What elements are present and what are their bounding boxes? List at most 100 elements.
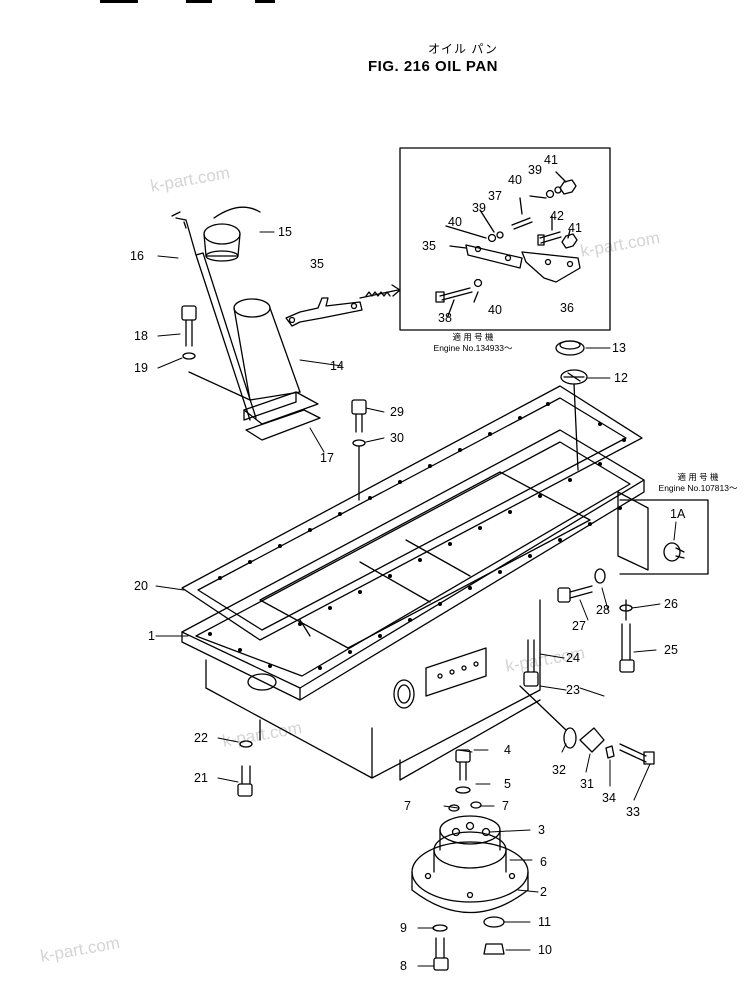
o-ring-7: [448, 804, 460, 812]
o-ring-32: [563, 727, 577, 749]
callout-1a: 1A: [670, 507, 686, 521]
bolt-thread: [365, 291, 391, 297]
callout-42: 42: [550, 209, 564, 223]
callout-7a: 7: [404, 799, 411, 813]
bolt-29: [351, 399, 367, 415]
filler-assembly: [171, 206, 321, 441]
callout-35-inset: 35: [422, 239, 436, 253]
scan-edge-mark: [255, 0, 275, 3]
callout-32: 32: [552, 763, 566, 777]
inset-detail-box: [399, 147, 611, 331]
callout-14: 14: [330, 359, 344, 373]
callout-40c: 40: [488, 303, 502, 317]
callout-29: 29: [390, 405, 404, 419]
bolt-8: [435, 937, 445, 959]
inset-applicability-note: 適 用 号 機 Engine No.134933～: [418, 332, 528, 354]
nut-41: [559, 179, 577, 195]
washer-40: [487, 233, 497, 243]
bolt-25: [621, 623, 631, 661]
callout-25: 25: [664, 643, 678, 657]
callout-35: 35: [310, 257, 324, 271]
callout-38: 38: [438, 311, 452, 325]
bolt-27: [557, 587, 571, 603]
drain-plug-10: [483, 943, 505, 955]
bolt-18: [185, 319, 193, 347]
callout-40b: 40: [448, 215, 462, 229]
washer-39: [496, 231, 504, 239]
callout-24: 24: [566, 651, 580, 665]
callout-34: 34: [602, 791, 616, 805]
callout-27: 27: [572, 619, 586, 633]
callout-4: 4: [504, 743, 511, 757]
bracket-35: [465, 244, 523, 269]
bolt-24: [527, 639, 535, 673]
callout-2: 2: [540, 885, 547, 899]
callout-23: 23: [566, 683, 580, 697]
o-ring-11: [483, 916, 505, 928]
nut-41: [561, 233, 578, 249]
callout-9: 9: [400, 921, 407, 935]
callout-18: 18: [134, 329, 148, 343]
washer-22: [239, 740, 253, 748]
callout-33: 33: [626, 805, 640, 819]
callout-39a: 39: [528, 163, 542, 177]
bolt-21: [241, 765, 251, 785]
callout-37: 37: [488, 189, 502, 203]
figure-title-japanese: オイル パン: [428, 42, 498, 56]
callout-41b: 41: [568, 221, 582, 235]
washer-34: [605, 745, 615, 759]
callout-36: 36: [560, 301, 574, 315]
port-housing: [617, 491, 649, 571]
oil-pan-1: [181, 429, 645, 914]
bolt-42: [539, 231, 562, 244]
bolt-38: [439, 287, 473, 301]
callout-19: 19: [134, 361, 148, 375]
bolt-33: [619, 743, 647, 763]
scan-edge-mark: [100, 0, 138, 3]
cover-31: [579, 727, 605, 753]
flange-gasket-17: [243, 391, 319, 425]
callout-20: 20: [134, 579, 148, 593]
washer-40: [545, 189, 555, 199]
callout-1: 1: [148, 629, 155, 643]
side-plate: [425, 647, 487, 697]
bracket-36: [521, 251, 581, 283]
callout-22: 22: [194, 731, 208, 745]
bolt-37: [511, 217, 533, 230]
callout-39b: 39: [472, 201, 486, 215]
callout-10: 10: [538, 943, 552, 957]
leader-lines: [155, 231, 677, 967]
bolt-holes: [208, 402, 626, 670]
callout-28: 28: [596, 603, 610, 617]
scan-edge-mark: [186, 0, 212, 3]
washer-5: [455, 786, 471, 794]
right-applicability-note: 適 用 号 機 Engine No.107813～: [648, 472, 748, 494]
callout-21: 21: [194, 771, 208, 785]
o-ring-7: [470, 801, 482, 809]
callout-40a: 40: [508, 173, 522, 187]
callout-12: 12: [614, 371, 628, 385]
washer-28: [594, 568, 606, 584]
side-boss: [393, 679, 415, 709]
washer-9: [432, 924, 448, 932]
plug-1A: [663, 542, 681, 562]
bracket-35-main: [285, 297, 363, 327]
callout-31: 31: [580, 777, 594, 791]
inset-note-engine: Engine No.134933～: [433, 343, 513, 353]
gasket-20: [181, 385, 643, 641]
callout-17: 17: [320, 451, 334, 465]
callout-3: 3: [538, 823, 545, 837]
bolt-23: [523, 671, 539, 687]
callout-5: 5: [504, 777, 511, 791]
callout-7b: 7: [502, 799, 509, 813]
callout-13: 13: [612, 341, 626, 355]
callout-8: 8: [400, 959, 407, 973]
bolt-4: [455, 749, 471, 763]
callout-11: 11: [538, 915, 551, 929]
washer-19: [182, 352, 196, 360]
figure-title: FIG. 216 OIL PAN: [368, 58, 498, 75]
washer-40: [473, 278, 483, 288]
filler-cap-15: [203, 223, 241, 245]
